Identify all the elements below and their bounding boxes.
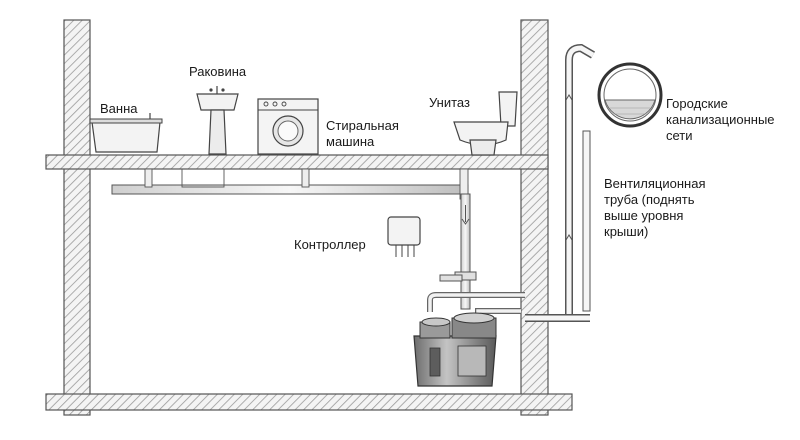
sewer-label: Городские канализационные сети (666, 96, 775, 143)
right-wall (520, 19, 549, 416)
bath-label: Ванна (100, 101, 138, 116)
sewer-pipe-section (597, 62, 663, 128)
toilet (453, 91, 518, 156)
controller-box (387, 216, 421, 257)
washer-label: Стиральная машина (326, 118, 399, 149)
washing-machine (257, 98, 319, 155)
basement-floor (45, 393, 573, 411)
riser-pipe (439, 193, 477, 310)
left-wall (63, 19, 91, 416)
pump-unit (413, 312, 497, 387)
bathtub (89, 113, 163, 153)
vent-label: Вентиляционная труба (поднять выше уровн… (604, 176, 706, 239)
drain-pipe (111, 168, 469, 200)
floor-slab (45, 154, 549, 170)
sink (196, 86, 239, 155)
toilet-label: Унитаз (429, 95, 470, 110)
controller-label: Контроллер (294, 237, 366, 252)
sink-label: Раковина (189, 64, 247, 79)
building-structure (45, 19, 573, 416)
external-vent-pipes (525, 43, 596, 322)
